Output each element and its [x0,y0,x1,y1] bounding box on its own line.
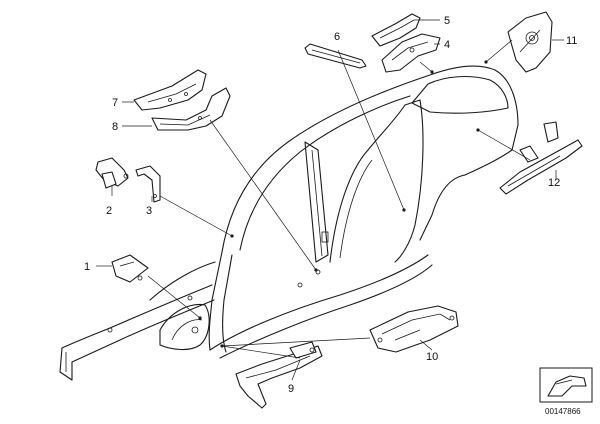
callout-9: 9 [288,383,294,395]
callout-8: 8 [112,121,118,133]
part-2 [95,157,129,189]
callout-4: 4 [444,39,450,51]
part-6 [304,43,367,69]
callout-5: 5 [444,15,450,27]
leader-lines [96,19,564,381]
part-8 [151,87,231,131]
body-side-frame [59,65,519,381]
part-3 [135,165,161,203]
callout-10: 10 [426,351,438,363]
callout-7: 7 [112,97,118,109]
callout-6: 6 [334,31,340,43]
thumbnail-box [539,367,593,403]
part-1 [111,254,149,283]
attachment-dots [198,60,488,348]
callout-3: 3 [146,205,152,217]
part-11 [507,11,553,73]
part-9 [235,341,323,409]
part-7 [133,69,207,111]
callout-11: 11 [566,35,577,47]
part-10 [369,305,459,353]
callout-2: 2 [106,205,112,217]
callout-12: 12 [548,177,560,189]
callout-labels: 1 2 3 4 5 6 7 8 9 10 11 12 [84,15,577,395]
reference-number: 00147866 [545,407,581,416]
part-5 [371,13,421,47]
part-12 [499,121,583,195]
callout-1: 1 [84,261,90,273]
part-4 [381,33,441,73]
